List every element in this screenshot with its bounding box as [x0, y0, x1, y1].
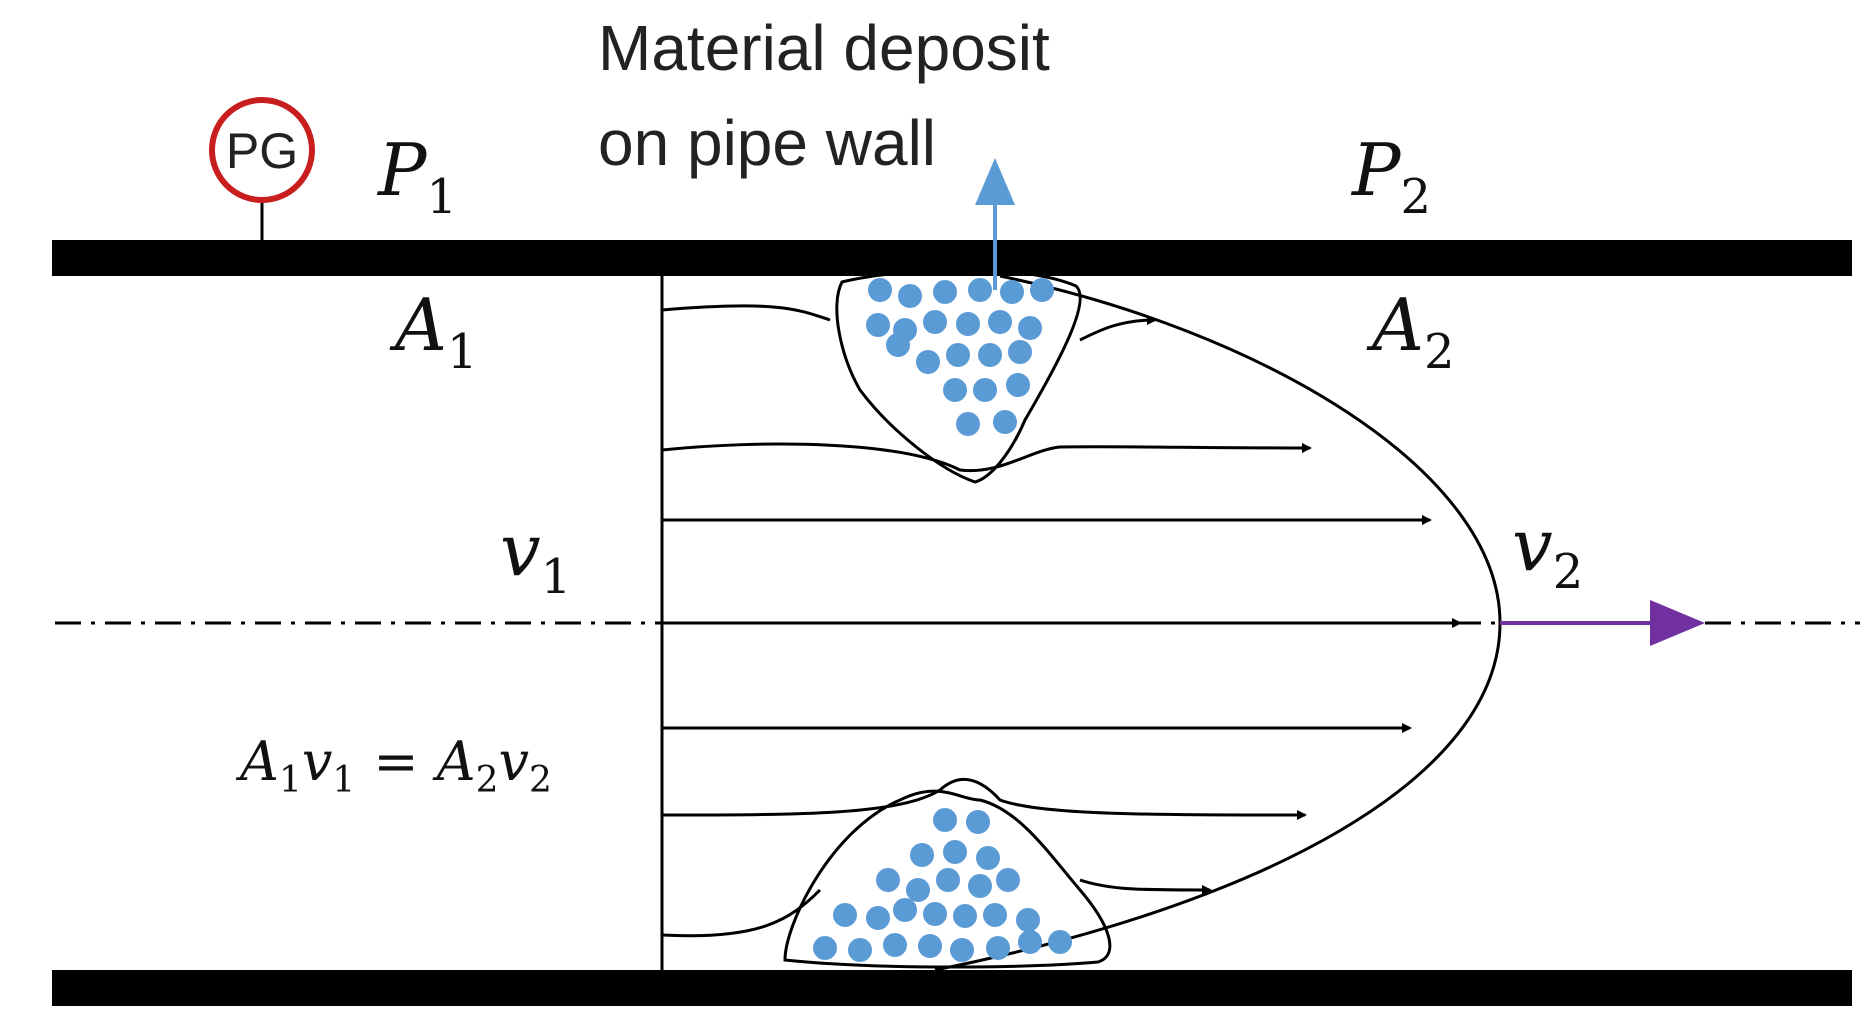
- streamline-arrow-2: [661, 442, 1312, 473]
- pressure-gauge-icon: [209, 97, 315, 203]
- label-A2: A2: [1366, 283, 1455, 380]
- deposit-particles-top: [866, 278, 1054, 436]
- label-P1: P1: [376, 128, 457, 225]
- pressure-gauge-label: PG: [226, 123, 298, 179]
- deposit-top-outline: [835, 268, 1082, 484]
- streamline-arrow-1b: [1079, 315, 1157, 342]
- streamline-arrow-7: [661, 878, 1210, 938]
- deposit-bottom-outline: [783, 789, 1112, 969]
- label-P2: P2: [1350, 128, 1431, 225]
- pipe-wall-bottom: [52, 970, 1852, 1006]
- callout-line-2: on pipe wall: [598, 107, 936, 179]
- outlet-arrowhead-icon: [1650, 600, 1705, 646]
- deposit-arrowhead-icon: [975, 158, 1015, 205]
- label-A1: A1: [389, 283, 478, 380]
- continuity-equation: A1v1=A2v2: [235, 730, 552, 801]
- streamline-arrow-6: [661, 778, 1307, 820]
- label-v1: v1: [500, 508, 571, 605]
- label-v2: v2: [1512, 503, 1583, 600]
- streamline-arrow-1: [661, 304, 831, 322]
- deposit-particles-bottom: [813, 808, 1072, 962]
- callout-line-1: Material deposit: [598, 12, 1050, 84]
